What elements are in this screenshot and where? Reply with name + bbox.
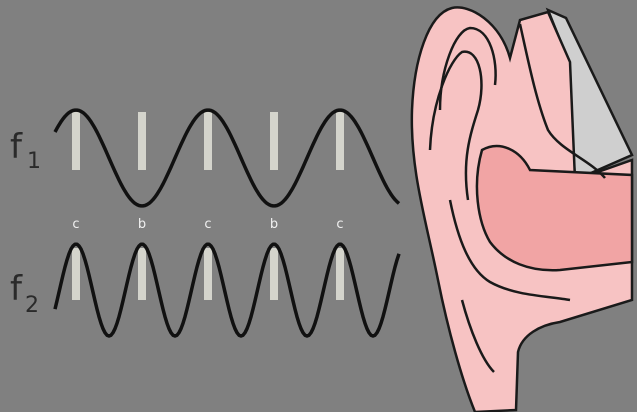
wave-f1 [55,110,399,206]
label-f1: f 1 [10,127,41,174]
marker-bar [72,248,80,300]
marker-bar [270,248,278,300]
marker-bar [336,112,344,170]
marker-bar [72,112,80,170]
label-f2: f 2 [10,269,39,318]
phase-marker: b [138,217,146,232]
phase-marker: c [336,217,343,232]
phase-marker: b [270,217,278,232]
label-f1-base: f [10,127,23,167]
phase-markers: c b c b c [72,217,343,232]
phase-marker: c [204,217,211,232]
wave-f2 [55,244,399,336]
marker-bar [204,112,212,170]
label-f2-sub: 2 [25,293,39,318]
phase-marker: c [72,217,79,232]
marker-bars [72,112,344,300]
label-f2-base: f [10,269,23,309]
marker-bar [336,248,344,300]
label-f1-sub: 1 [27,149,41,174]
marker-bar [138,248,146,300]
marker-bar [204,248,212,300]
marker-bar [270,112,278,170]
ear-illustration [412,7,632,412]
marker-bar [138,112,146,170]
